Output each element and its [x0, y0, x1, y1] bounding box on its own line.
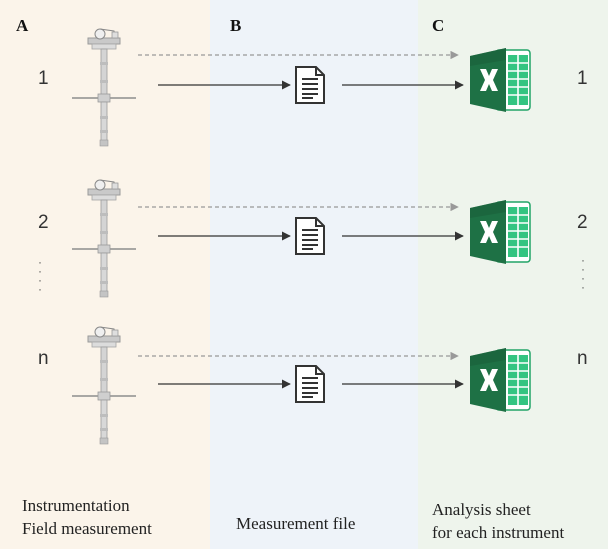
excel-icon — [469, 347, 531, 413]
row-n-left-label: n — [38, 348, 49, 369]
caption-c-line-2: for each instrument — [432, 523, 565, 542]
row-2-left-label: 2 — [38, 212, 49, 233]
ellipsis-left: ···· — [38, 255, 42, 296]
caption-analysis-sheet: Analysis sheet for each instrument — [432, 498, 564, 544]
caption-instrumentation: Instrumentation Field measurement — [22, 494, 152, 540]
document-icon — [295, 365, 325, 403]
row-1-left-label: 1 — [38, 68, 49, 89]
row-n-right-label: n — [577, 348, 588, 369]
document-icon — [295, 66, 325, 104]
document-icon — [295, 217, 325, 255]
instrument-icon — [71, 179, 137, 298]
excel-icon — [469, 199, 531, 265]
instrument-icon — [71, 326, 137, 445]
caption-c-line-1: Analysis sheet — [432, 500, 531, 519]
caption-a-line-1: Instrumentation — [22, 496, 130, 515]
caption-measurement-file: Measurement file — [236, 514, 356, 533]
ellipsis-right: ···· — [581, 253, 585, 294]
panel-c-letter: C — [432, 16, 445, 35]
row-2-right-label: 2 — [577, 212, 588, 233]
row-1-right-label: 1 — [577, 68, 588, 89]
caption-a-line-2: Field measurement — [22, 519, 152, 538]
panel-a-letter: A — [16, 16, 29, 35]
instrument-icon — [71, 28, 137, 147]
panel-b-letter: B — [230, 16, 242, 35]
excel-icon — [469, 47, 531, 113]
